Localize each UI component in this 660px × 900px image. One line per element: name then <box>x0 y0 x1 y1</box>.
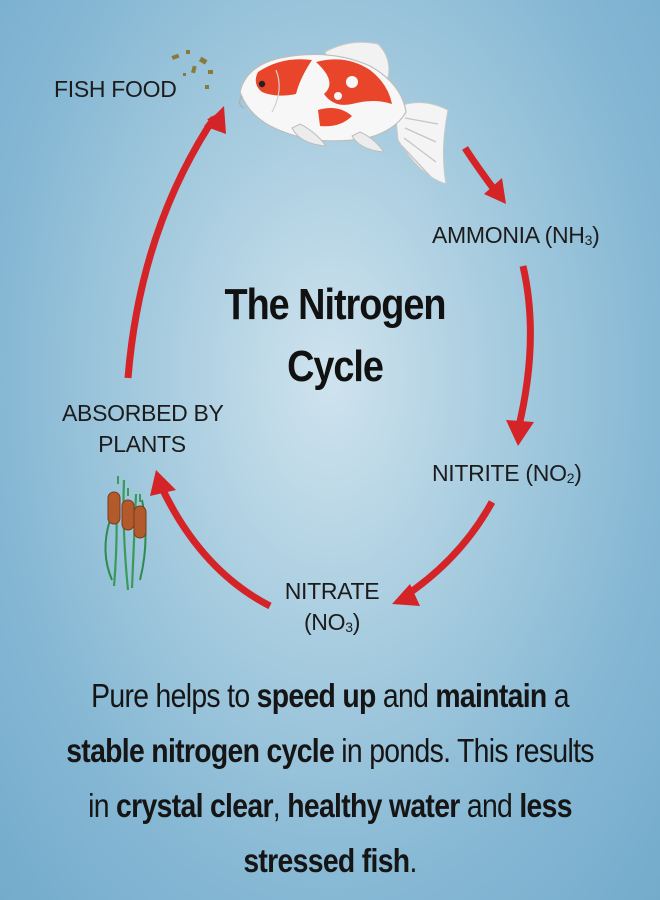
nitrite-label: NITRITE (NO2) <box>432 458 582 492</box>
desc-line3: in crystal clear, healthy water and less <box>88 787 572 824</box>
arrow-fish-to-ammonia <box>462 146 499 197</box>
diagram-title: The Nitrogen Cycle <box>193 274 477 398</box>
nitrite-subscript: 2 <box>566 470 575 486</box>
ammonia-text: AMMONIA (NH <box>432 222 585 248</box>
ammonia-close: ) <box>592 222 600 248</box>
nitrate-open: (NO <box>303 609 346 635</box>
nitrate-label: NITRATE (NO3) <box>282 576 382 641</box>
nitrate-line1: NITRATE <box>284 578 380 604</box>
fish-food-label: FISH FOOD <box>54 76 177 102</box>
desc-line1: Pure helps to speed up and maintain a <box>91 677 569 714</box>
arrow-nitrate-to-plants <box>156 479 272 610</box>
description-text: Pure helps to speed up and maintain a st… <box>10 668 650 888</box>
nitrite-close: ) <box>574 460 582 486</box>
arrow-heads <box>150 106 534 606</box>
koi-fish-icon <box>238 41 449 185</box>
ammonia-label: AMMONIA (NH3) <box>432 220 600 254</box>
arrow-plants-to-fishfood <box>124 113 217 379</box>
nitrate-line2: (NO3) <box>282 607 382 641</box>
title-line1: The Nitrogen <box>224 280 447 329</box>
cattail-plant-icon <box>104 476 147 591</box>
nitrate-close: ) <box>352 609 361 635</box>
ammonia-subscript: 3 <box>584 232 593 248</box>
desc-line4: stressed fish. <box>243 842 417 879</box>
absorbed-line1: ABSORBED BY <box>62 400 224 426</box>
nitrite-text: NITRITE (NO <box>432 460 567 486</box>
arrow-ammonia-to-nitrite <box>514 265 534 435</box>
title-line2: Cycle <box>287 342 384 391</box>
absorbed-line2: PLANTS <box>98 431 186 457</box>
nitrate-subscript: 3 <box>345 619 353 635</box>
absorbed-by-plants-label: ABSORBED BY PLANTS <box>62 398 224 460</box>
arrow-nitrite-to-nitrate <box>397 500 496 601</box>
desc-line2: stable nitrogen cycle in ponds. This res… <box>66 732 594 769</box>
fish-food-pellets-icon <box>171 50 213 89</box>
